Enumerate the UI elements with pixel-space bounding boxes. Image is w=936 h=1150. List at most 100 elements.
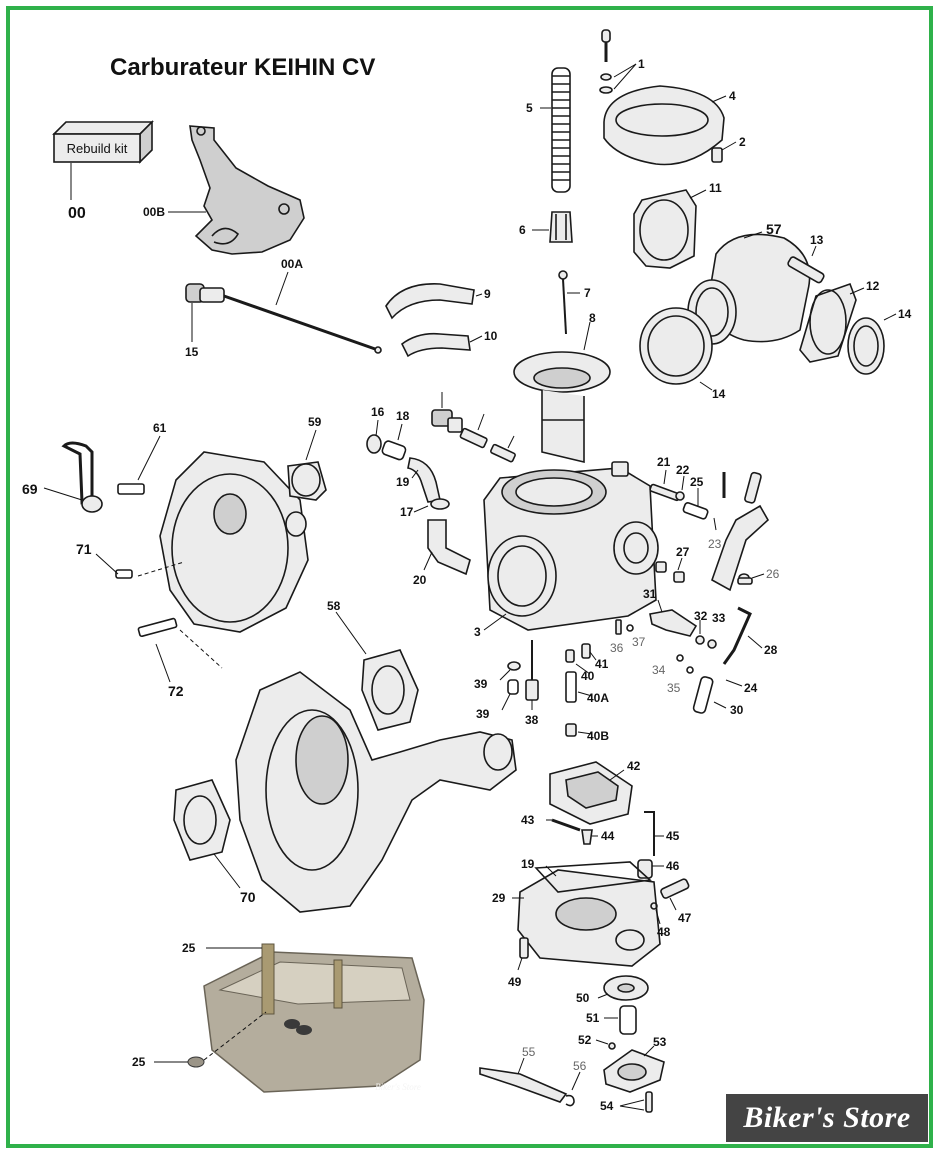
callout-23: 20 [413,573,427,587]
callout-24: 21 [657,455,671,469]
callout-27: 25 [132,1055,146,1069]
float-pin [551,818,581,832]
callout-6: 6 [519,223,526,237]
callout-00: 00 [68,205,86,222]
bracket-plate [189,125,305,255]
callout-40a: 39 [474,677,488,691]
callout-34: 31 [643,587,657,601]
bikers-store-logo: Biker's Store [726,1094,928,1142]
callout-25b: 23 [708,537,722,551]
spring-33 [692,676,714,714]
logo-text: Biker's Store [743,1101,911,1134]
callout-labels: 00 00B 00A 15 1 2 3 4 5 6 7 8 9 10 11 12… [22,57,912,1113]
clip-59 [565,1094,575,1107]
callout-75: 72 [168,683,184,699]
callout-15: 15 [185,345,199,359]
callout-53: 50 [576,991,590,1005]
callout-7: 7 [584,286,591,300]
callout-26: 25 [690,475,704,489]
callout-48: 45 [666,829,680,843]
tube-58 [479,1067,568,1103]
callout-47: 44 [601,829,615,843]
callout-14a: 11 [709,181,722,195]
callout-55: 52 [578,1033,592,1047]
callout-58: 55 [522,1045,536,1059]
callout-61: 57 [766,221,782,237]
callout-28: 25 [182,941,196,955]
callout-25a: 22 [676,463,690,477]
fuel-hose-fittings [366,434,471,576]
rebuild-kit-label: Rebuild kit [67,141,128,156]
callout-43: 40B [587,729,609,743]
air-cleaner-housing [173,649,517,913]
callout-38: 35 [667,681,681,695]
diaphragm-slide [513,351,611,464]
callout-36: 33 [712,611,726,625]
callout-10: 10 [484,329,498,343]
callout-3: 3 [474,625,481,639]
callout-8: 8 [589,311,596,325]
callout-41: 40 [581,669,595,683]
callout-35: 32 [694,609,708,623]
needle-holder [549,211,573,243]
callout-16: 13 [810,233,824,247]
callout-46: 43 [521,813,535,827]
screw-52 [519,937,529,959]
accelerator-pump [603,975,665,1113]
callout-00a: 00A [281,257,303,271]
diagram-title: Carburateur KEIHIN CV [110,54,375,81]
callout-19b: 17 [400,505,414,519]
jet-needle [558,270,568,335]
callout-49: 46 [666,859,680,873]
callout-20: 18 [396,409,410,423]
screw-50 [660,878,690,899]
callout-72: 69 [22,481,38,497]
callout-45: 42 [627,759,641,773]
callout-56: 53 [653,1035,667,1049]
needle-valve [581,829,593,845]
callout-42: 40A [587,691,609,705]
float-bowl [517,861,661,967]
callout-51: 48 [657,925,671,939]
callout-25c: 24 [744,681,758,695]
callout-18: 14 [712,387,726,401]
callout-22: 19 [521,857,535,871]
carburetor-body [483,461,659,631]
bushing-30 [673,571,685,583]
callout-29: 26 [766,567,780,581]
float-45 [549,761,633,825]
green-border-frame [6,6,933,1148]
callout-9: 9 [484,287,491,301]
callout-71: 61 [153,421,167,435]
callout-37: 34 [652,663,666,677]
callout-40b: 39 [476,707,490,721]
throttle-linkage [649,471,770,592]
callout-69: 58 [327,599,341,613]
tube-48 [644,811,655,856]
callout-4: 4 [729,89,736,103]
callout-19a: 16 [371,405,385,419]
jets-group [507,640,591,737]
choke-rod [722,606,752,665]
vent-hose-9 [385,283,475,320]
callout-73: 70 [240,889,256,905]
callout-40: 38 [525,713,539,727]
callout-30: 27 [676,545,690,559]
callout-74: 71 [76,541,92,557]
cover-sleeve [711,147,723,163]
callout-39b: 37 [632,635,646,649]
callout-57: 54 [600,1099,614,1113]
photo-watermark: Biker's Store [375,1082,421,1092]
vacuum-cover [603,85,725,166]
callout-14b: 12 [866,279,880,293]
callout-31: 28 [764,643,778,657]
intake-manifold [633,189,885,385]
callout-54: 51 [586,1011,600,1025]
slide-spring [551,67,571,193]
idle-mixture-parts [431,409,516,463]
callout-21: 19 [396,475,410,489]
callout-59: 56 [573,1059,587,1073]
float-bowl-photo: Biker's Store [187,943,425,1093]
air-cleaner-backplate [61,441,327,638]
